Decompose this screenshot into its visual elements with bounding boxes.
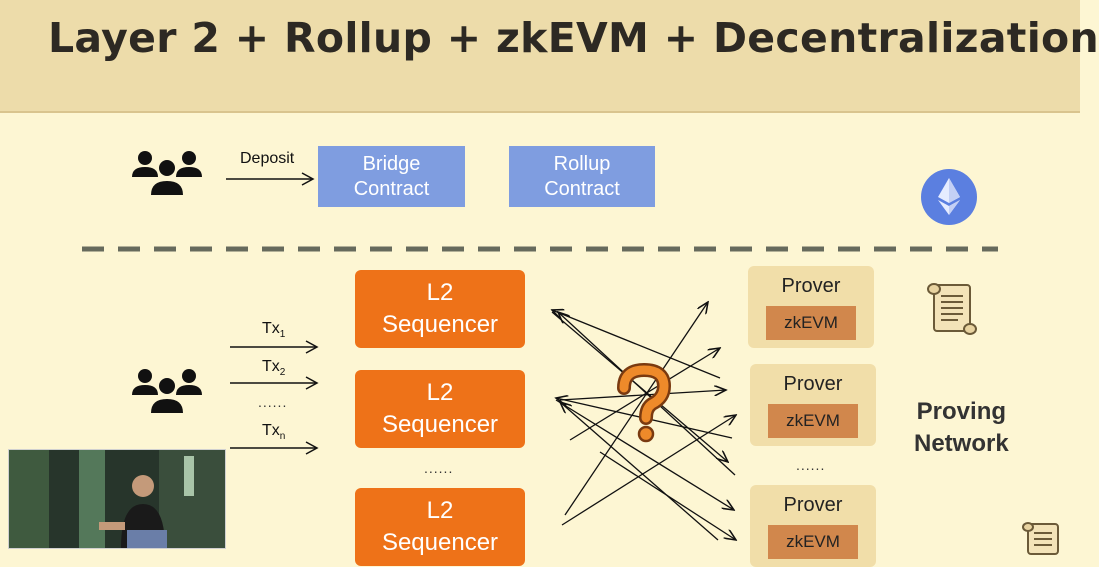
deposit-arrow-icon: [226, 172, 315, 186]
question-mark-icon: [617, 362, 672, 443]
prover-title: Prover: [783, 373, 843, 395]
sequencer-line1: L2: [426, 279, 454, 306]
prover-ellipsis: ......: [796, 457, 826, 473]
slide-header: Layer 2 + Rollup + zkEVM + Decentralizat…: [0, 0, 1099, 113]
sequencer-line2: Sequencer: [381, 411, 499, 438]
zkevm-box: zkEVM: [766, 306, 856, 340]
scroll-icon: [1022, 522, 1059, 555]
speaker-video-inset: [8, 449, 226, 549]
sequencer-line2: Sequencer: [381, 529, 499, 556]
tx-label-n: Txn: [262, 422, 285, 442]
rollup-contract-line2: Contract: [544, 177, 620, 200]
tx-base: Tx: [262, 422, 280, 439]
deposit-label: Deposit: [240, 150, 295, 167]
ethereum-icon: [921, 169, 977, 225]
tx-ellipsis: ......: [258, 394, 288, 410]
prover-card-2: Prover zkEVM: [750, 364, 876, 446]
tx-sub: 2: [279, 367, 286, 379]
slide-title: Layer 2 + Rollup + zkEVM + Decentralizat…: [48, 14, 1099, 62]
bridge-contract-box: Bridge Contract: [318, 146, 465, 207]
tx-base: Tx: [262, 320, 280, 337]
bridge-contract-line2: Contract: [353, 177, 430, 200]
l2-sequencer-2: L2 Sequencer: [355, 370, 525, 448]
prover-card-3: Prover zkEVM: [750, 485, 876, 567]
sequencer-line1: L2: [426, 497, 454, 524]
sequencer-prover-arrows: [540, 290, 750, 547]
proving-network-line1: Proving: [916, 398, 1007, 425]
rollup-contract-line1: Rollup: [553, 152, 611, 175]
users-icon: [132, 151, 202, 195]
l1-l2-divider: [82, 246, 998, 252]
prover-title: Prover: [783, 494, 843, 516]
prover-card-1: Prover zkEVM: [748, 266, 874, 348]
tx-sub: 1: [279, 329, 286, 341]
speaker-video-image: [9, 450, 225, 548]
proving-network-line2: Network: [914, 430, 1009, 457]
bridge-contract-line1: Bridge: [362, 152, 421, 175]
sequencer-ellipsis: ......: [424, 460, 454, 476]
sequencer-line2: Sequencer: [381, 311, 499, 338]
zkevm-box: zkEVM: [768, 525, 858, 559]
tx-base: Tx: [262, 358, 280, 375]
tx-label-2: Tx2: [262, 358, 285, 378]
users-icon: [132, 369, 202, 413]
tx-sub: n: [279, 431, 286, 443]
scroll-icon: [927, 283, 977, 335]
zkevm-box: zkEVM: [768, 404, 858, 438]
tx-label-1: Tx1: [262, 320, 285, 340]
rollup-contract-box: Rollup Contract: [509, 146, 655, 207]
sequencer-line1: L2: [426, 379, 454, 406]
l2-sequencer-3: L2 Sequencer: [355, 488, 525, 566]
prover-title: Prover: [781, 275, 841, 297]
tx-arrows: [230, 340, 319, 455]
l2-sequencer-1: L2 Sequencer: [355, 270, 525, 348]
proving-network-label: Proving Network: [914, 396, 1009, 460]
